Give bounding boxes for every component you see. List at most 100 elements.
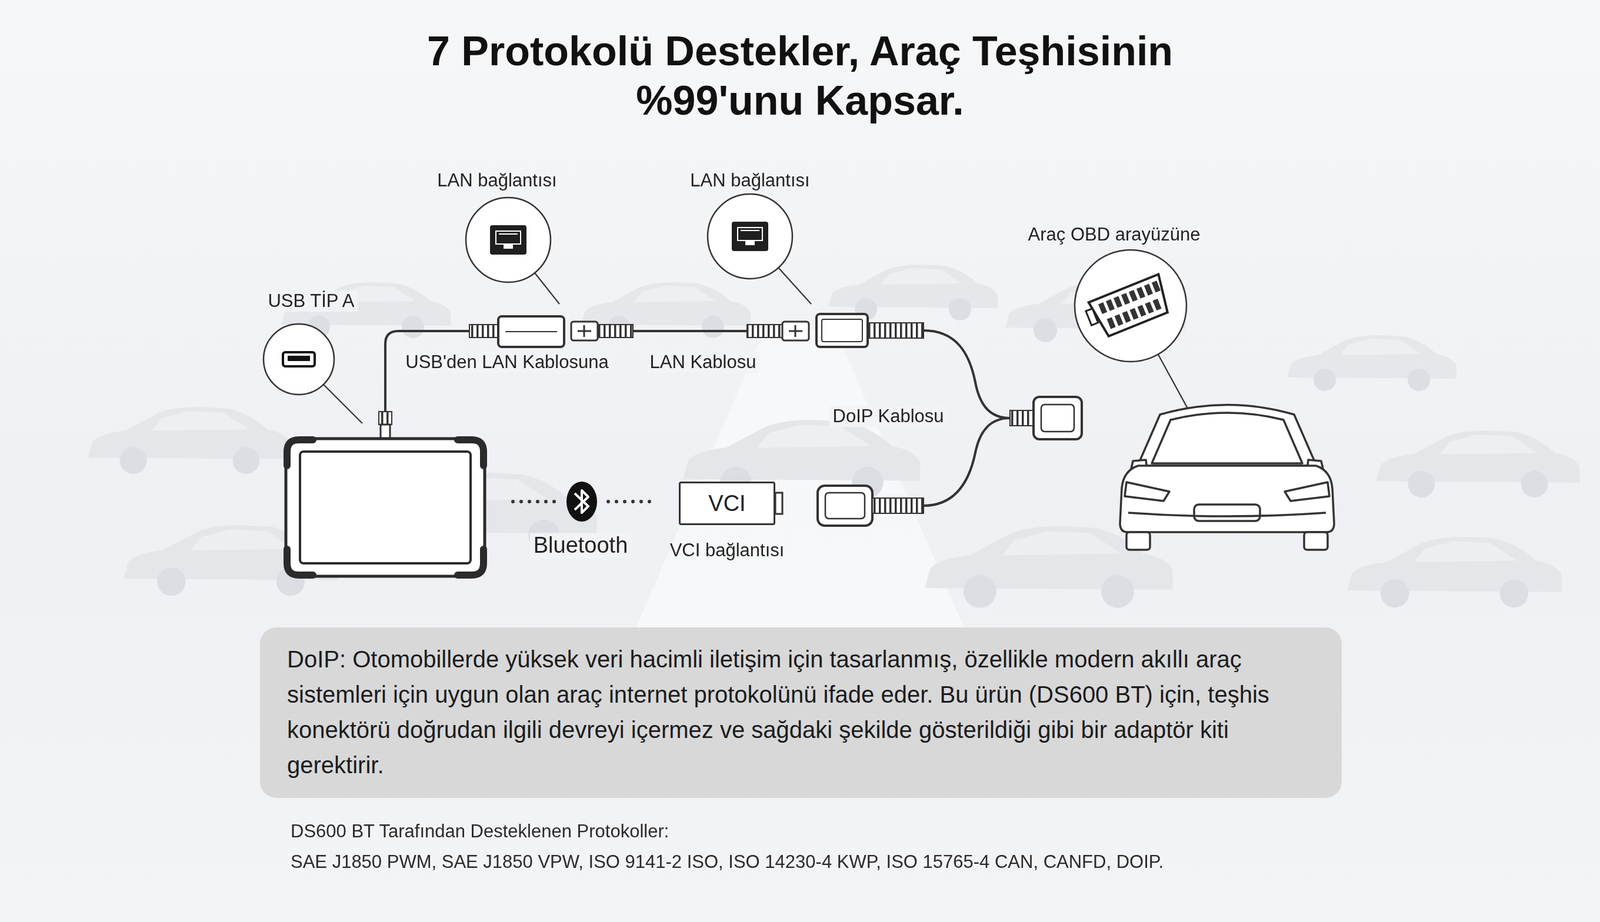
background-cars-part: [828, 264, 998, 321]
obd-port-callout-part-part-part: [1107, 317, 1116, 329]
connectors-part: [1033, 397, 1082, 440]
leader-lines-part: [534, 272, 560, 305]
connectors-part: [498, 316, 565, 348]
car-front-part: [1128, 512, 1326, 517]
obd-port-callout-part-part-part: [1122, 311, 1132, 323]
background-cars-part: [1287, 335, 1457, 392]
callout-label: Araç OBD arayüzüne: [1024, 224, 1205, 246]
connectors-part: [1041, 404, 1075, 432]
connectors-part: [380, 424, 390, 439]
bluetooth-link-part: [574, 490, 589, 513]
cable-label: USB'den LAN Kablosuna: [401, 351, 612, 373]
lan-port-callout-part: [498, 233, 518, 235]
callout-label: LAN bağlantısı: [433, 170, 560, 192]
obd-port-callout-part: [1074, 250, 1187, 362]
tablet-part-part: [287, 440, 313, 466]
obd-port-callout-part-part-part: [1105, 299, 1115, 312]
obd-port-callout-part-part: [1088, 274, 1173, 339]
obd-port-callout-part-part-part: [1151, 280, 1161, 293]
car-front: [1120, 405, 1335, 551]
obd-port-callout-part-part-part: [1113, 296, 1123, 309]
obd-port-callout-part-part: [1085, 308, 1099, 326]
tablet-part: [287, 440, 484, 576]
usb-port-callout: [263, 324, 335, 395]
obd-port-callout-part-part-part: [1136, 287, 1146, 299]
bluetooth-link: [512, 481, 653, 522]
bluetooth-link-part: [512, 500, 559, 504]
connectors-part: [597, 324, 633, 338]
connectors-part: [825, 492, 865, 519]
lan-port-callout-part: [495, 231, 521, 245]
connectors-part: [817, 485, 873, 526]
lan-port-callout-part: [503, 244, 513, 249]
obd-port-callout-part-part-part: [1144, 284, 1153, 296]
obd-port-callout-part-part-part: [1130, 308, 1139, 320]
background-cars-part: [88, 407, 292, 475]
connectors-part: [782, 321, 809, 341]
connectors-part: [794, 325, 797, 338]
usb-port-callout-part: [287, 355, 310, 362]
bluetooth-link-part: [566, 481, 598, 522]
connectors-part: [505, 331, 558, 333]
connectors-part: [821, 319, 863, 342]
car-front-part: [1120, 465, 1335, 533]
obd-port-callout-part-part-part: [1128, 290, 1138, 302]
connectors-part: [775, 492, 783, 515]
obd-port-callout-part-part-part: [1121, 292, 1130, 305]
lan-port-callout: [707, 194, 793, 279]
connectors-part: [571, 321, 598, 341]
protocol-list: SAE J1850 PWM, SAE J1850 VPW, ISO 9141-2…: [290, 851, 1164, 873]
car-front-part: [1126, 532, 1150, 550]
road: [635, 329, 965, 630]
lan-port-callout-part: [737, 227, 763, 241]
background-cars-part: [581, 282, 751, 339]
obd-port-callout-part-part-part: [1114, 314, 1124, 326]
background-cars-part: [1347, 537, 1562, 608]
connectors-part: [867, 322, 924, 339]
tablet-part-part: [287, 549, 313, 576]
car-front-part: [1304, 532, 1328, 550]
obd-port-callout-part-part: [1098, 280, 1168, 330]
car-front-part: [1137, 405, 1317, 467]
obd-port-callout-part-part-part: [1145, 301, 1155, 314]
tablet: [285, 438, 485, 577]
background-cars-part: [924, 526, 1173, 609]
obd-port-callout: [1074, 250, 1187, 362]
leader-lines-part: [778, 267, 812, 305]
connectors-part: [747, 324, 783, 338]
car-front-part: [1194, 504, 1260, 522]
box-text: DoIP: Otomobillerde yüksek veri hacimli …: [287, 641, 1315, 783]
lan-port-callout-part: [731, 221, 769, 252]
background-cars: [88, 264, 1580, 630]
usb-port-callout-part: [263, 324, 335, 395]
leader-lines: [323, 267, 1205, 439]
note-panel: DoIP: Otomobillerde yüksek veri hacimli …: [260, 627, 1342, 799]
bluetooth-link-part: [608, 500, 653, 504]
connectors-part: [378, 411, 392, 425]
connectors-part: [583, 325, 586, 338]
car-front-part: [1124, 482, 1170, 502]
lan-port-callout-part: [465, 197, 551, 283]
lan-port-callout-part: [740, 230, 760, 232]
link-label: Bluetooth: [530, 532, 632, 559]
connectors-part: [872, 498, 924, 514]
callout-label: USB TİP A: [264, 290, 358, 312]
connectors-part: [816, 314, 868, 348]
tablet-part: [300, 451, 471, 564]
cables-part: [923, 330, 1010, 419]
obd-port-callout-part: [1082, 274, 1173, 341]
connectors-part: [1010, 410, 1034, 426]
cables-part: [632, 330, 748, 333]
diagram-title: 7 Protokolü Destekler, Araç Teşhisinin %…: [358, 26, 1242, 126]
tablet-part-part: [457, 440, 484, 466]
car-front-part: [1284, 482, 1330, 502]
connectors-part: [469, 324, 499, 338]
cables-part: [923, 418, 1010, 506]
tablet-part-part: [457, 549, 484, 576]
obd-port-callout-part-part-part: [1137, 304, 1147, 317]
vci-box: VCIVCI bağlantısı: [678, 481, 776, 526]
usb-port-callout-part: [282, 352, 315, 367]
lan-port-callout-part: [707, 194, 793, 279]
box-caption: VCI bağlantısı: [670, 540, 785, 562]
callout-label: LAN bağlantısı: [686, 170, 813, 192]
